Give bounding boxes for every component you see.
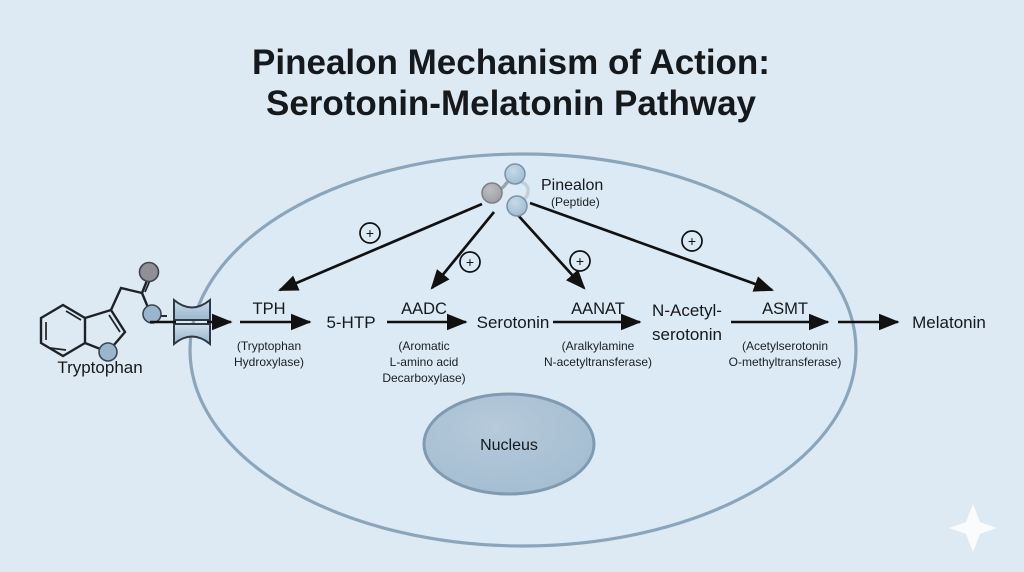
atom-oxygen-single	[142, 304, 162, 324]
metabolite-label-serotonin: Serotonin	[477, 313, 550, 332]
peptide-name: Pinealon	[541, 177, 603, 194]
peptide-subtitle: (Peptide)	[551, 195, 600, 209]
atom-oxygen-double	[138, 261, 160, 283]
enzyme-full-aadc-line2: L-amino acid	[390, 355, 459, 369]
enzyme-abbr-asmt: ASMT	[762, 300, 808, 318]
activation-arrow-aanat	[514, 212, 586, 290]
enzyme-full-tph-line2: Hydroxylase)	[234, 355, 304, 369]
nucleus	[422, 392, 596, 496]
enzyme-abbr-aanat: AANAT	[571, 300, 625, 318]
activation-arrow-aadc	[430, 211, 496, 290]
atom-nitrogen	[98, 342, 118, 362]
enzyme-full-asmt-line1: (Acetylserotonin	[742, 339, 828, 353]
enzyme-full-aadc-line1: (Aromatic	[398, 339, 449, 353]
enzyme-abbr-tph: TPH	[253, 300, 286, 318]
peptide-residue-1	[481, 182, 503, 204]
tryptophan-molecule	[39, 261, 167, 362]
activation-arrow-tph	[278, 202, 483, 292]
enzyme-full-asmt-line2: O-methyltransferase)	[729, 355, 842, 369]
nucleus-label: Nucleus	[480, 437, 538, 454]
activation-badge-asmt: +	[681, 230, 703, 252]
enzyme-full-tph-line1: (Tryptophan	[237, 339, 301, 353]
enzyme-full-aadc-line3: Decarboxylase)	[382, 371, 465, 385]
page-title-line1: Pinealon Mechanism of Action:	[252, 43, 770, 82]
activation-badge-aanat: +	[569, 250, 591, 272]
enzyme-full-aanat-line2: N-acetyltransferase)	[544, 355, 652, 369]
activation-arrow-asmt	[529, 201, 775, 292]
metabolite-label-5htp: 5-HTP	[326, 313, 375, 332]
pinealon-peptide-molecule	[481, 163, 530, 217]
activation-badge-asmt-symbol: +	[688, 233, 696, 249]
metabolite-label-tryptophan: Tryptophan	[57, 358, 142, 377]
activation-badge-tph-symbol: +	[366, 225, 374, 241]
metabolite-label-n-acetyl-serotonin-line1: N-Acetyl-	[652, 301, 722, 320]
membrane-transporter	[173, 297, 211, 347]
activation-badge-aadc-symbol: +	[466, 254, 474, 270]
cell-membrane	[188, 152, 858, 548]
peptide-residue-3	[506, 195, 528, 217]
activation-badge-tph: +	[359, 222, 381, 244]
page-title-line2: Serotonin-Melatonin Pathway	[266, 84, 757, 123]
metabolite-label-melatonin: Melatonin	[912, 313, 986, 332]
activation-badge-aadc: +	[459, 251, 481, 273]
enzyme-full-aanat-line1: (Aralkylamine	[562, 339, 635, 353]
activation-badge-aanat-symbol: +	[576, 253, 584, 269]
sparkle-icon	[949, 504, 997, 552]
peptide-residue-2	[504, 163, 526, 185]
metabolite-label-n-acetyl-serotonin-line2: serotonin	[652, 325, 722, 344]
enzyme-abbr-aadc: AADC	[401, 300, 447, 318]
